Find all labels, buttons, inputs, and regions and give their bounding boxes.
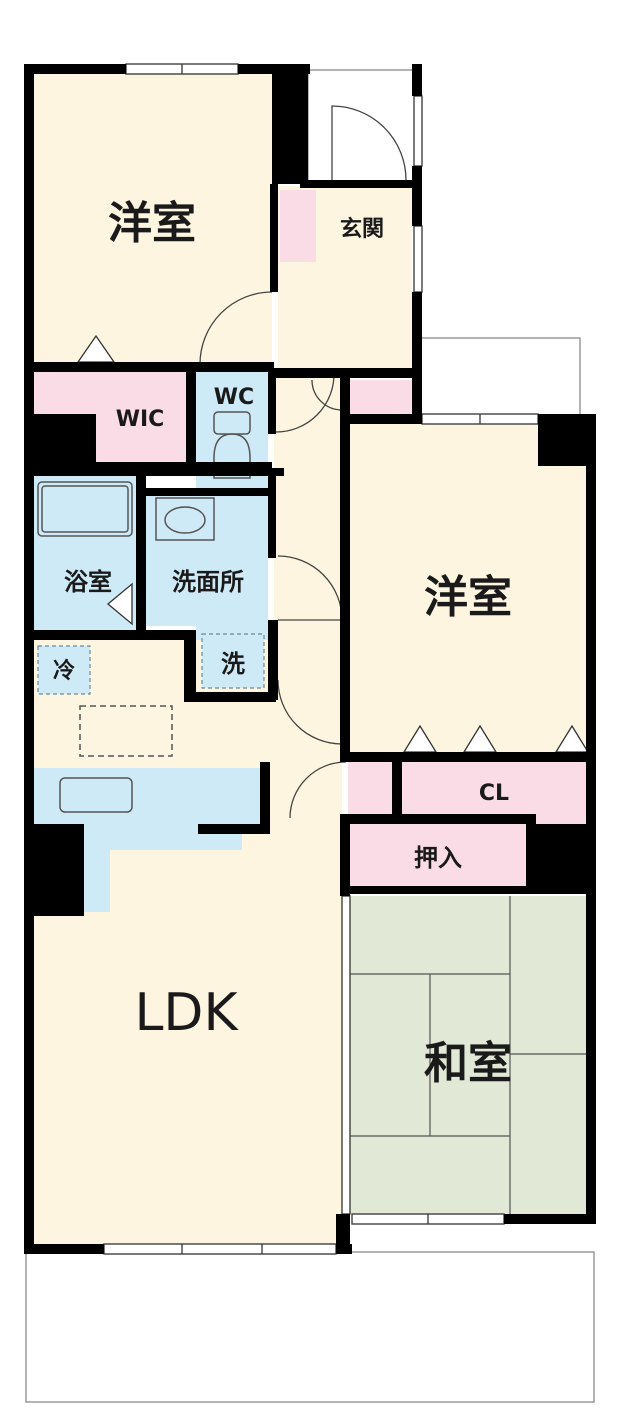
label-closet: CL: [479, 781, 509, 806]
japanese-room-floor: [350, 896, 588, 1214]
label-fridge: 冷: [53, 658, 75, 684]
room-labels: 洋室 玄関 WIC WC 浴室 洗面所 洋室 冷 洗 CL 押入 LDK 和室: [53, 198, 512, 1089]
label-oshiire: 押入: [414, 844, 462, 872]
walls: [24, 64, 596, 1254]
hall-storage: [348, 380, 412, 414]
closet-floor: [402, 762, 586, 818]
bathtub: [37, 481, 133, 537]
label-washer: 洗: [221, 650, 245, 678]
wic-floor-2: [96, 428, 188, 464]
bathtub-inner: [41, 485, 129, 533]
label-washroom: 洗面所: [172, 568, 244, 596]
kitchen-sink: [59, 777, 133, 813]
label-japanese-room: 和室: [424, 1038, 512, 1089]
kitchen-counter-left: [84, 824, 110, 912]
ldk-floor: [32, 640, 342, 1244]
toilet-bowl: [213, 433, 251, 479]
closet-markers: [76, 334, 590, 753]
windows: [103, 63, 539, 1255]
washbasin: [155, 497, 215, 541]
label-ldk: LDK: [134, 983, 239, 1043]
right-balcony: [419, 337, 581, 419]
western-room-1-floor: [32, 72, 272, 362]
label-western-room-2: 洋室: [424, 572, 512, 623]
label-wc: WC: [214, 385, 254, 410]
shoe-box: [280, 190, 316, 262]
bottom-balcony: [25, 1251, 595, 1403]
fixtures: [37, 411, 251, 813]
kitchen-counter-top: [32, 768, 260, 824]
label-bathroom: 浴室: [64, 568, 112, 596]
oshiire-floor: [350, 824, 526, 890]
western-room-2-floor: [350, 422, 588, 752]
cooktop: [79, 705, 173, 757]
entrance-porch: [307, 69, 421, 185]
washer-spot: [201, 633, 265, 689]
label-entrance: 玄関: [340, 216, 384, 242]
label-wic: WIC: [116, 407, 165, 432]
tatami-lines: [350, 896, 588, 1214]
hall-storage-2: [348, 762, 392, 814]
washroom-floor: [146, 494, 268, 626]
door-swings: [199, 105, 407, 819]
washbasin-bowl: [164, 506, 206, 534]
label-western-room-1: 洋室: [108, 198, 196, 249]
fridge-spot: [37, 645, 91, 695]
